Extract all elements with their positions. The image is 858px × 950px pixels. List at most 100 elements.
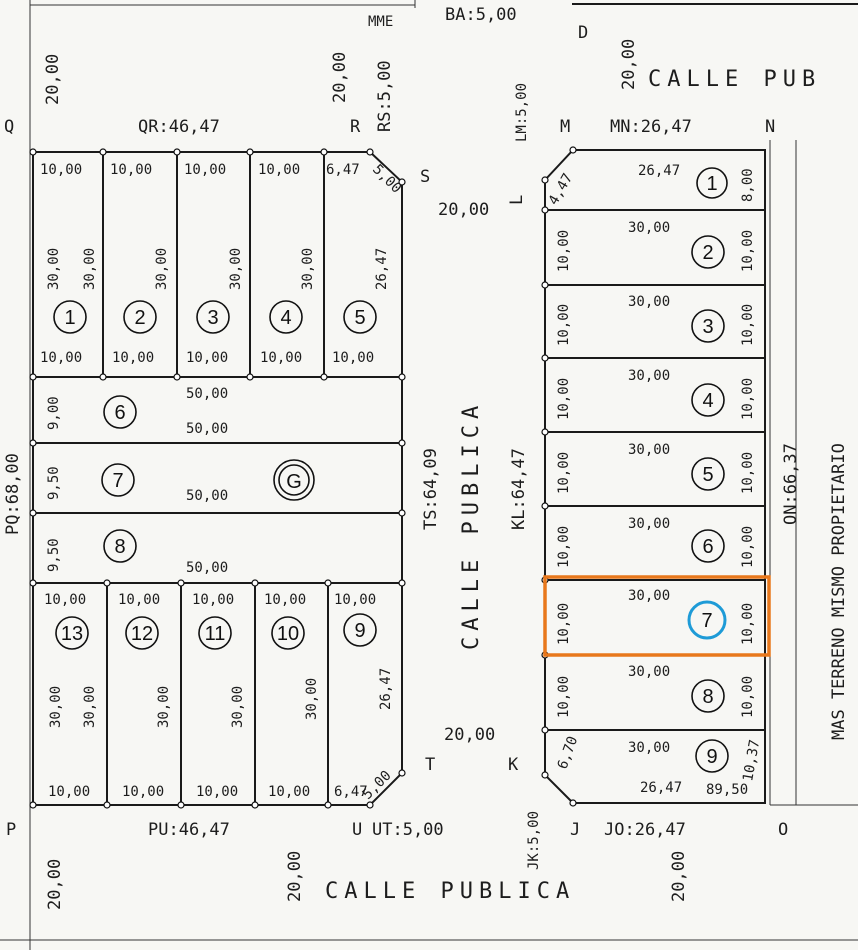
vertex-l: L [507,195,527,205]
boundary-label-ba: BA:5,00 [445,5,517,25]
lot-marker[interactable] [101,463,135,497]
dimension-647: 6,47 [326,162,360,178]
left-block-vertex-dots [29,148,406,809]
lot-marker[interactable] [691,309,725,343]
lot-number: 2 [134,307,145,329]
lot-number: 12 [131,623,153,645]
lot-number: 1 [64,307,75,329]
dimension-2000: 20,00 [669,851,689,902]
lot-marker[interactable] [125,616,159,650]
lot-marker[interactable] [691,383,725,417]
left-top-lots: 1 2 3 4 5 [53,300,377,334]
lot-marker[interactable] [55,616,89,650]
lot-marker[interactable] [103,395,137,429]
dimension-1000: 10,00 [334,592,376,608]
dimension-2647: 26,47 [378,668,394,710]
lot-marker[interactable] [691,235,725,269]
dimension-1000: 10,00 [740,526,756,568]
lot-marker[interactable] [691,529,725,563]
dimension-1000: 10,00 [118,592,160,608]
vertex-t: T [425,755,435,775]
dimension-3000: 30,00 [628,294,670,310]
lot-marker[interactable] [695,739,729,773]
dimension-1000: 10,00 [112,350,154,366]
dimension-1000: 10,00 [40,162,82,178]
highlight-box[interactable] [543,575,771,657]
street-label-top-right: CALLE PUB [648,67,821,92]
dimension-1000: 10,00 [740,304,756,346]
lot-number: 6 [702,536,713,558]
lot-marker[interactable] [103,529,137,563]
dimension-1000: 10,00 [48,784,90,800]
lot-marker[interactable] [53,300,87,334]
boundary-label-mn: MN:26,47 [610,117,692,137]
lot-marker[interactable] [691,457,725,491]
dimension-2647: 26,47 [638,163,680,179]
boundary-label-jk: JK:5,00 [526,811,542,870]
dimension-1000: 10,00 [556,452,572,494]
boundary-label-lm: LM:5,00 [514,83,530,142]
vertex-d: D [578,23,588,43]
dimension-2647: 26,47 [640,780,682,796]
right-block-lots: 1 2 3 4 5 6 7 8 9 [687,167,729,773]
lot-number: 1 [706,173,717,195]
dimension-3000: 30,00 [154,248,170,290]
dimension-647: 6,47 [334,784,368,800]
lot-number: 10 [277,623,299,645]
lot-marker[interactable] [696,167,728,199]
dimension-1000: 10,00 [110,162,152,178]
dimension-1000: 10,00 [40,350,82,366]
dimension-3000: 30,00 [628,516,670,532]
lot-number: 3 [702,316,713,338]
lot-number: 5 [354,307,365,329]
dimension-1000: 10,00 [268,784,310,800]
dimension-447: 4,47 [546,171,577,208]
dimension-3000: 30,00 [228,248,244,290]
lot-marker[interactable] [343,300,377,334]
lot-marker[interactable] [196,300,230,334]
dimension-2647: 26,47 [374,248,390,290]
highlighted-lot-marker[interactable] [687,600,727,640]
vertex-k: K [508,755,519,775]
block-marker[interactable] [273,459,315,501]
dimension-2000: 20,00 [43,54,63,105]
dimension-3000: 30,00 [304,678,320,720]
dimension-2000: 20,00 [438,200,489,220]
lot-marker[interactable] [343,613,377,647]
boundary-label-ut: UT:5,00 [372,820,444,840]
boundary-label-kl: KL:64,47 [509,448,529,530]
vertex-s: S [420,167,430,187]
dimension-670: 6,70 [555,734,582,771]
vertex-o: O [778,820,788,840]
lot-marker[interactable] [269,300,303,334]
dimension-3000: 30,00 [628,368,670,384]
right-block-dividers [545,209,765,731]
dimension-3000: 30,00 [628,740,670,756]
lot-marker[interactable] [198,616,232,650]
dimension-5000: 50,00 [186,488,228,504]
right-block-outline [544,149,766,804]
dimension-3000: 30,00 [628,220,670,236]
lot-marker[interactable] [271,616,305,650]
dimension-1000: 10,00 [192,592,234,608]
dimension-1000: 10,00 [556,603,572,645]
lot-number: 3 [207,307,218,329]
dimension-3000: 30,00 [628,664,670,680]
dimension-2000: 20,00 [330,52,350,103]
dimension-1000: 10,00 [556,304,572,346]
vertex-m: M [560,117,570,137]
left-bottom-lots: 13 12 11 10 9 [55,613,377,650]
dimension-3000: 30,00 [46,248,62,290]
lot-number: 2 [702,242,713,264]
vertex-r: R [350,117,361,137]
lot-marker[interactable] [123,300,157,334]
dimension-1000: 10,00 [260,350,302,366]
boundary-label-ts: TS:64,09 [421,448,441,530]
lot-marker[interactable] [691,679,725,713]
owner-note: MAS TERRENO MISMO PROPIETARIO [829,443,849,740]
vertex-p: P [6,820,16,840]
dimension-3000: 30,00 [230,686,246,728]
dimension-2000: 20,00 [285,851,305,902]
boundary-label-rs: RS:5,00 [375,60,395,132]
